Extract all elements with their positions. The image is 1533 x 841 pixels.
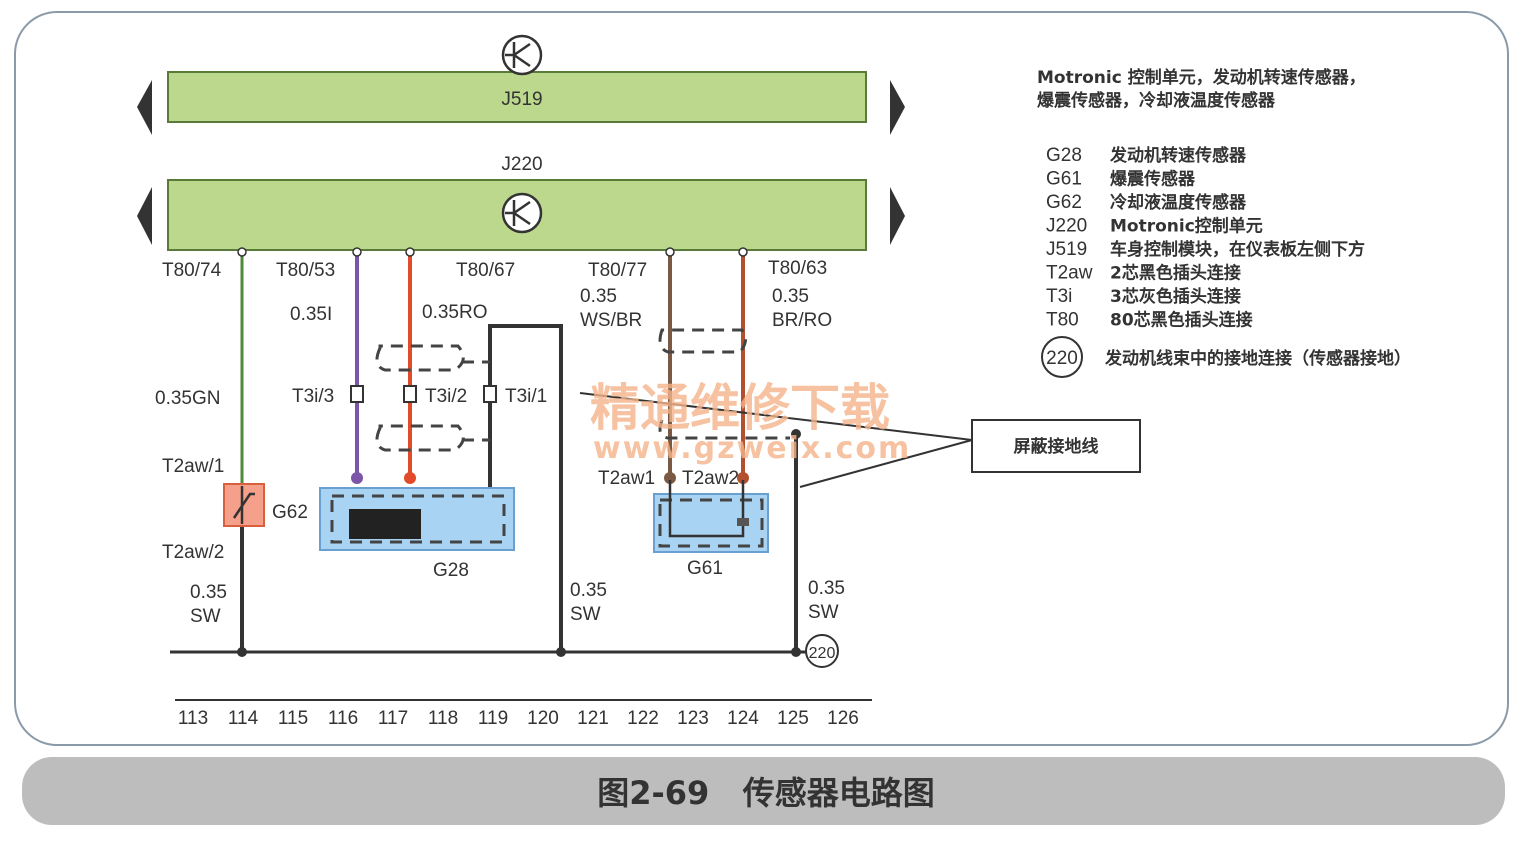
svg-text:BR/RO: BR/RO — [772, 310, 832, 331]
shield-ground-label: 屏蔽接地线 — [971, 419, 1141, 473]
legend: Motronic 控制单元，发动机转速传感器， 爆震传感器，冷却液温度传感器 G… — [1037, 67, 1411, 378]
svg-text:T3i/3: T3i/3 — [292, 386, 334, 407]
ruler-number: 121 — [577, 708, 609, 729]
svg-text:图2-69 传感器电路图: 图2-69 传感器电路图 — [597, 774, 935, 812]
svg-text:0.35: 0.35 — [580, 286, 617, 307]
svg-text:爆震传感器，冷却液温度传感器: 爆震传感器，冷却液温度传感器 — [1037, 90, 1276, 111]
legend-desc: 80芯黑色插头连接 — [1110, 310, 1253, 331]
t3i-connectors — [350, 385, 497, 403]
wire-labels: T80/74 T80/53 T80/67 T80/77 T80/63 0.35I… — [155, 258, 845, 627]
svg-text:Motronic 控制单元，发动机转速传感器，: Motronic 控制单元，发动机转速传感器， — [1037, 67, 1366, 88]
ruler-number: 122 — [627, 708, 659, 729]
svg-text:G28: G28 — [433, 560, 469, 581]
svg-text:SW: SW — [570, 604, 601, 625]
svg-text:T2aw/2: T2aw/2 — [162, 542, 224, 563]
ruler-number: 113 — [178, 708, 208, 729]
legend-code: T3i — [1046, 286, 1072, 307]
svg-text:T80/67: T80/67 — [456, 260, 515, 281]
svg-text:0.35: 0.35 — [808, 578, 845, 599]
svg-text:0.35GN: 0.35GN — [155, 388, 220, 409]
watermark: 精通维修下载 www.gzweix.com — [590, 379, 911, 466]
j220-label: J220 — [501, 154, 542, 175]
ruler-number: 123 — [677, 708, 709, 729]
svg-text:G62: G62 — [272, 502, 308, 523]
legend-code: G28 — [1046, 145, 1082, 166]
svg-text:G61: G61 — [687, 558, 723, 579]
legend-desc: 爆震传感器 — [1110, 169, 1196, 190]
svg-text:T80/53: T80/53 — [276, 260, 335, 281]
ground-220: 220 — [805, 634, 839, 668]
figure-caption: 图2-69 传感器电路图 — [22, 757, 1505, 825]
svg-text:T80/74: T80/74 — [162, 260, 222, 281]
legend-desc: Motronic控制单元 — [1110, 216, 1263, 237]
ruler-number: 114 — [228, 708, 259, 729]
ruler-number: 125 — [777, 708, 809, 729]
sensor-g28 — [319, 487, 515, 551]
legend-desc: 3芯灰色插头连接 — [1110, 286, 1241, 307]
sensor-g61 — [653, 480, 769, 553]
svg-text:发动机线束中的接地连接（传感器接地）: 发动机线束中的接地连接（传感器接地） — [1104, 348, 1411, 369]
svg-text:T2aw1: T2aw1 — [598, 468, 655, 489]
svg-text:T2aw/1: T2aw/1 — [162, 456, 224, 477]
module-j220: J220 — [137, 154, 905, 251]
ruler-number: 124 — [727, 708, 759, 729]
legend-code: G62 — [1046, 192, 1082, 213]
svg-text:0.35: 0.35 — [570, 580, 607, 601]
ruler-number: 126 — [827, 708, 859, 729]
legend-code: G61 — [1046, 169, 1082, 190]
svg-text:T3i/2: T3i/2 — [425, 386, 467, 407]
module-j519: J519 — [137, 34, 905, 135]
ruler-number: 117 — [378, 708, 408, 729]
transistor-icon — [501, 34, 543, 76]
ruler-number: 116 — [328, 708, 358, 729]
svg-text:WS/BR: WS/BR — [580, 310, 642, 331]
legend-desc: 车身控制模块，在仪表板左侧下方 — [1110, 239, 1365, 260]
legend-desc: 2芯黑色插头连接 — [1110, 263, 1241, 284]
j519-label: J519 — [501, 89, 542, 110]
ruler-number: 120 — [527, 708, 559, 729]
arrow-left-icon — [137, 80, 152, 135]
svg-text:220: 220 — [809, 645, 836, 662]
legend-code: T80 — [1046, 310, 1079, 331]
svg-text:SW: SW — [808, 602, 839, 623]
ruler: 113 114 115 116 117 118 119 120 121 122 123 124 125 1… — [175, 699, 872, 729]
transistor-icon — [501, 192, 543, 234]
svg-text:0.35RO: 0.35RO — [422, 302, 487, 323]
svg-text:0.35: 0.35 — [772, 286, 809, 307]
legend-code: T2aw — [1046, 263, 1093, 284]
legend-desc: 冷却液温度传感器 — [1110, 192, 1247, 213]
arrow-left-icon — [137, 187, 152, 245]
svg-text:220: 220 — [1046, 348, 1078, 369]
sensor-g62 — [223, 483, 265, 527]
svg-text:T2aw2: T2aw2 — [682, 468, 739, 489]
wires — [170, 247, 973, 657]
svg-text:SW: SW — [190, 606, 221, 627]
svg-text:T80/63: T80/63 — [768, 258, 827, 279]
svg-text:精通维修下载: 精通维修下载 — [590, 379, 890, 437]
svg-text:www.gzweix.com: www.gzweix.com — [593, 431, 911, 466]
ruler-number: 119 — [478, 708, 508, 729]
ruler-number: 115 — [278, 708, 308, 729]
legend-code: J519 — [1046, 239, 1087, 260]
legend-desc: 发动机转速传感器 — [1109, 145, 1247, 166]
svg-text:T3i/1: T3i/1 — [505, 386, 547, 407]
svg-text:T80/77: T80/77 — [588, 260, 647, 281]
svg-text:0.35I: 0.35I — [290, 304, 332, 325]
arrow-right-icon — [890, 187, 905, 245]
legend-code: J220 — [1046, 216, 1087, 237]
svg-text:0.35: 0.35 — [190, 582, 227, 603]
svg-text:屏蔽接地线: 屏蔽接地线 — [1014, 436, 1099, 457]
arrow-right-icon — [890, 80, 905, 135]
ruler-number: 118 — [428, 708, 458, 729]
